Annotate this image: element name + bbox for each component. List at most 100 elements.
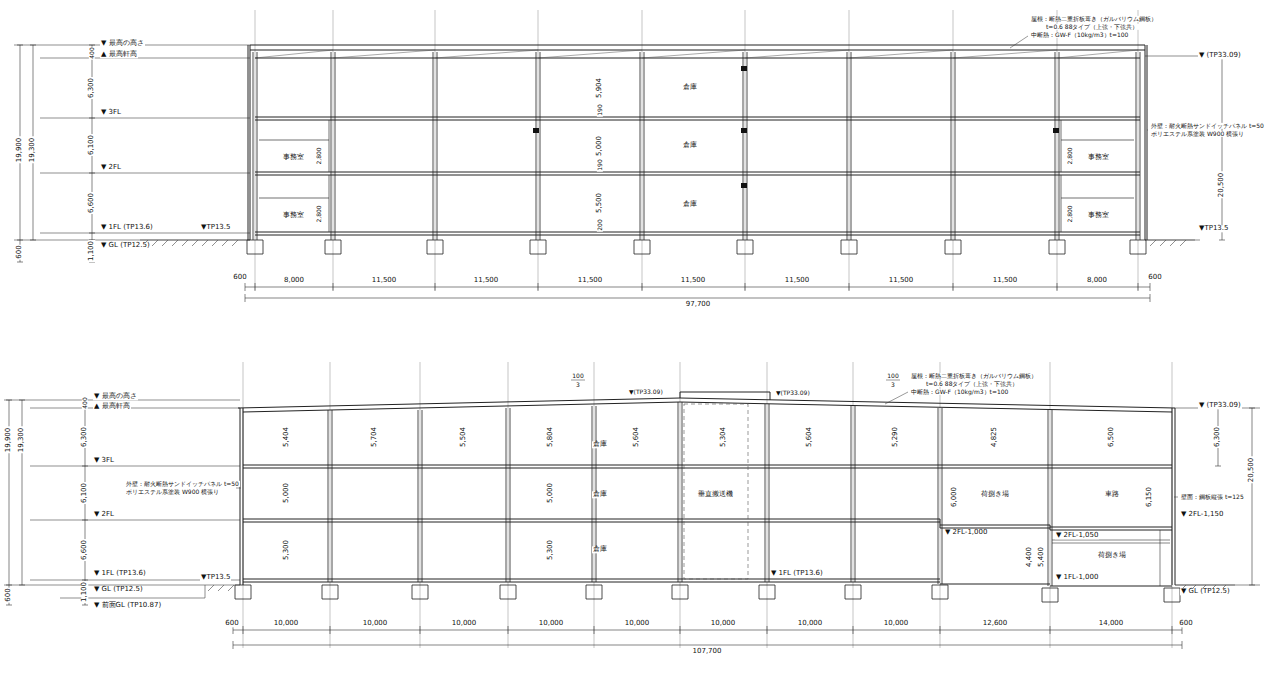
office-partition xyxy=(259,120,1134,232)
label-text: ▼ 1FL (TP13.6) xyxy=(770,570,824,577)
label-text: 10,000 xyxy=(624,620,651,627)
ramp xyxy=(1052,530,1170,586)
label-text: 壁面：鋼板縦張 t=125 xyxy=(1180,494,1245,500)
dimension-text: 4,400 xyxy=(1026,546,1033,568)
label-text: 倉庫 xyxy=(592,546,608,553)
label-text: 600 xyxy=(1178,620,1193,627)
dimension-text: 6,300 xyxy=(81,426,88,448)
label-text: 倉庫 xyxy=(592,441,608,448)
dimension-text: 1,100 xyxy=(88,240,95,262)
label-text: t=0.6 88タイプ（上弦・下弦共） xyxy=(925,381,1019,387)
label-text: ▼ 3FL xyxy=(100,109,122,116)
dimension-text: 19,300 xyxy=(29,137,36,164)
footing xyxy=(247,240,1146,254)
dimension-text: 5,804 xyxy=(547,426,554,448)
label-text: ▼(TP33.09) xyxy=(628,389,664,395)
dimension-text: 5,000 xyxy=(547,482,554,504)
dimension-text: 5,604 xyxy=(633,426,640,448)
dimension-text: 20,500 xyxy=(1248,457,1255,484)
dimension-text: 6,300 xyxy=(1214,426,1221,448)
label-text: 11,500 xyxy=(371,277,398,284)
dimension-text: 190 xyxy=(597,158,603,171)
label-text: 10,000 xyxy=(883,620,910,627)
label-text: t=0.6 88タイプ（上弦・下弦共） xyxy=(1045,24,1139,30)
dimension-text: 6,600 xyxy=(81,539,88,561)
label-text: 屋根：断熱二重折板葺き（ガルバリウム鋼板） xyxy=(910,373,1038,379)
dimension-text: 5,904 xyxy=(596,77,603,99)
grid-line xyxy=(255,10,1138,290)
label-text: 11,500 xyxy=(888,277,915,284)
dimension-text: 6,600 xyxy=(88,192,95,214)
slope-mark xyxy=(571,380,900,381)
dimension-text: 5,504 xyxy=(460,426,467,448)
roof xyxy=(248,45,1147,240)
ground-hatch xyxy=(60,585,1235,598)
label-text: ▼ 前面GL (TP10.87) xyxy=(93,602,162,609)
label-text: ▼ 2FL-1,050 xyxy=(1055,532,1099,539)
dimension-text: 5,290 xyxy=(892,426,899,448)
label-text: 10,000 xyxy=(710,620,737,627)
label-text: 倉庫 xyxy=(592,491,608,498)
label-text: ▼ 2FL xyxy=(93,511,115,518)
dimension-text: 6,100 xyxy=(88,134,95,156)
label-text: 外壁：耐火断熱サンドイッチパネル t=50 xyxy=(125,481,240,487)
dimension-text: 5,000 xyxy=(283,482,290,504)
label-text: 荷捌き場 xyxy=(1097,552,1127,559)
label-text: ▼ 2FL xyxy=(100,164,122,171)
dimension-text: 19,300 xyxy=(18,427,25,454)
dimension-text: 6,100 xyxy=(81,482,88,504)
label-text: ▲ 最高軒高 xyxy=(100,51,138,58)
dimension-line xyxy=(17,45,1225,302)
label-text: ▼ 最高の高さ xyxy=(93,393,138,400)
label-text: 事務室 xyxy=(1087,212,1110,219)
dimension-text: 190 xyxy=(597,103,603,116)
dimension-text: 600 xyxy=(16,244,23,259)
label-text: 11,500 xyxy=(784,277,811,284)
dimension-text: 6,500 xyxy=(1108,426,1115,448)
label-text: ポリエステル系塗装 W900 横張り xyxy=(125,489,220,495)
label-text: ▼ 3FL xyxy=(93,457,115,464)
label-text: ▼ 1FL (TP13.6) xyxy=(93,570,147,577)
dimension-text: 400 xyxy=(89,46,95,59)
dimension-text: 20,500 xyxy=(1218,172,1225,199)
label-text: 600 xyxy=(224,620,239,627)
floor-slab xyxy=(243,465,1172,586)
dimension-text: 5,000 xyxy=(596,135,603,157)
label-text: 事務室 xyxy=(282,212,305,219)
dimension-text: 6,300 xyxy=(88,77,95,99)
label-text: ▼ 1FL-1,000 xyxy=(1055,574,1099,581)
dimension-text: 19,900 xyxy=(16,137,23,164)
label-text: ▼ 2FL-1,000 xyxy=(944,529,988,536)
dimension-text: 5,300 xyxy=(283,539,290,561)
label-text: ▲ 最高軒高 xyxy=(93,403,131,410)
beam-mark xyxy=(533,66,1059,188)
label-text: ▼ GL (TP12.5) xyxy=(1180,588,1231,595)
leader-line xyxy=(236,392,1178,497)
dimension-text: 5,304 xyxy=(720,426,727,448)
label-text: ▼TP13.5 xyxy=(200,574,231,581)
label-text: 中断熱：GW-F（10kg/m3）t=100 xyxy=(910,389,1009,395)
dimension-text: 400 xyxy=(82,396,88,409)
label-text: ポリエステル系塗装 W900 横張り xyxy=(1150,131,1245,137)
leader-line xyxy=(1010,36,1148,130)
dimension-text: 2,800 xyxy=(1067,204,1073,223)
label-text: 荷捌き場 xyxy=(980,491,1010,498)
label-text: 11,500 xyxy=(577,277,604,284)
label-text: ▼TP13.5 xyxy=(1198,225,1229,232)
label-text: 14,000 xyxy=(1098,620,1125,627)
label-text: ▼(TP33.09) xyxy=(775,390,811,396)
label-text: 12,600 xyxy=(982,620,1009,627)
column xyxy=(328,402,1052,586)
label-text: ▼ GL (TP12.5) xyxy=(100,242,151,249)
dimension-text: 5,604 xyxy=(806,426,813,448)
label-text: 600 xyxy=(1147,274,1162,281)
dimension-text: 2,800 xyxy=(316,146,322,165)
label-text: ▼TP13.5 xyxy=(200,224,231,231)
label-text: 屋根：断熱二重折板葺き（ガルバリウム鋼板） xyxy=(1030,16,1158,22)
label-text: ▼ (TP33.09) xyxy=(1198,402,1242,409)
label-text: 外壁：耐火断熱サンドイッチパネル t=50 xyxy=(1150,123,1265,129)
dimension-text: 5,300 xyxy=(547,539,554,561)
dimension-text: 600 xyxy=(5,587,12,602)
